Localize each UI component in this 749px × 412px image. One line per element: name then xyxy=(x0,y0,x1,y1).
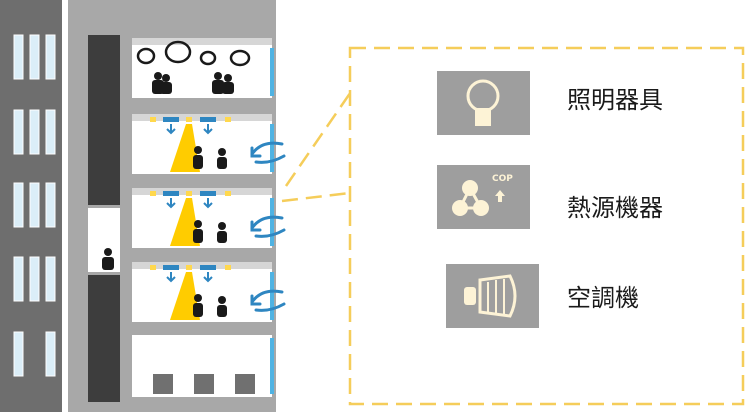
left-building xyxy=(0,0,62,412)
main-building xyxy=(68,0,286,412)
meeting-people xyxy=(136,40,251,94)
legend-label-heat-source: 熱源機器 xyxy=(567,194,663,222)
legend-frame xyxy=(348,46,745,406)
core-lower xyxy=(88,275,120,402)
facade-glazing xyxy=(270,48,274,394)
heat-source-icon xyxy=(437,165,530,229)
lobby-person xyxy=(102,248,114,270)
airflow-arrows xyxy=(250,141,286,312)
light-bulb-icon xyxy=(437,71,530,135)
floor-3-lighting xyxy=(150,191,231,246)
air-handler-icon xyxy=(446,264,539,328)
ground-floor-equipment xyxy=(153,374,255,394)
legend-label-air-conditioner: 空調機 xyxy=(567,284,639,312)
legend-label-lighting: 照明器具 xyxy=(567,86,663,114)
callout-lines xyxy=(281,85,357,203)
core-upper xyxy=(88,35,120,205)
left-building-windows xyxy=(13,34,56,377)
floor-2-lighting xyxy=(150,117,231,172)
cop-badge: COP xyxy=(492,174,513,184)
floor-4-lighting xyxy=(150,265,231,320)
